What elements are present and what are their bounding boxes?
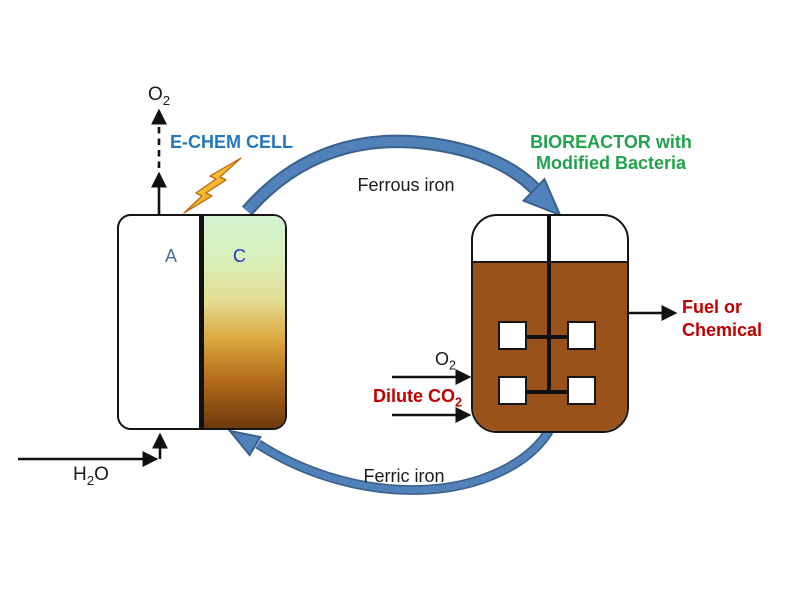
- stirrer-blade: [567, 376, 596, 405]
- stirrer-blade: [498, 321, 527, 350]
- o2-input-label: O2: [435, 349, 457, 373]
- h2o-input-label: H2O: [73, 464, 109, 488]
- ferrous-iron-label: Ferrous iron: [357, 175, 455, 195]
- stirrer-blade: [498, 376, 527, 405]
- ferrous-iron-arrow: [241, 134, 562, 217]
- bioreactor-title-line1: BIOREACTOR with: [530, 132, 692, 152]
- stirrer-shaft: [547, 216, 551, 390]
- echem-cell-vessel: [117, 214, 287, 430]
- cathode-compartment: [204, 216, 285, 428]
- stirrer-crossbar-lower: [515, 390, 579, 394]
- anode-label: A: [165, 246, 178, 266]
- bioreactor-vessel: [471, 214, 629, 433]
- o2-output-label: O2: [148, 84, 171, 108]
- fuel-output-label: Fuel or Chemical: [682, 296, 762, 342]
- stirrer-blade: [567, 321, 596, 350]
- cathode-label: C: [233, 246, 246, 266]
- ferric-iron-arrow: [227, 424, 556, 495]
- fuel-output-line2: Chemical: [682, 320, 763, 340]
- dilute-co2-input-label: Dilute CO2: [373, 386, 463, 410]
- bioreactor-title: BIOREACTOR with Modified Bacteria: [512, 132, 710, 174]
- lightning-icon: [183, 157, 242, 214]
- echem-cell-title: E-CHEM CELL: [170, 132, 293, 152]
- electrode-divider: [199, 216, 204, 428]
- ferric-iron-label: Ferric iron: [363, 466, 445, 486]
- stirrer-crossbar-upper: [515, 335, 579, 339]
- fuel-output-line1: Fuel or: [682, 297, 743, 317]
- bioreactor-title-line2: Modified Bacteria: [535, 153, 687, 173]
